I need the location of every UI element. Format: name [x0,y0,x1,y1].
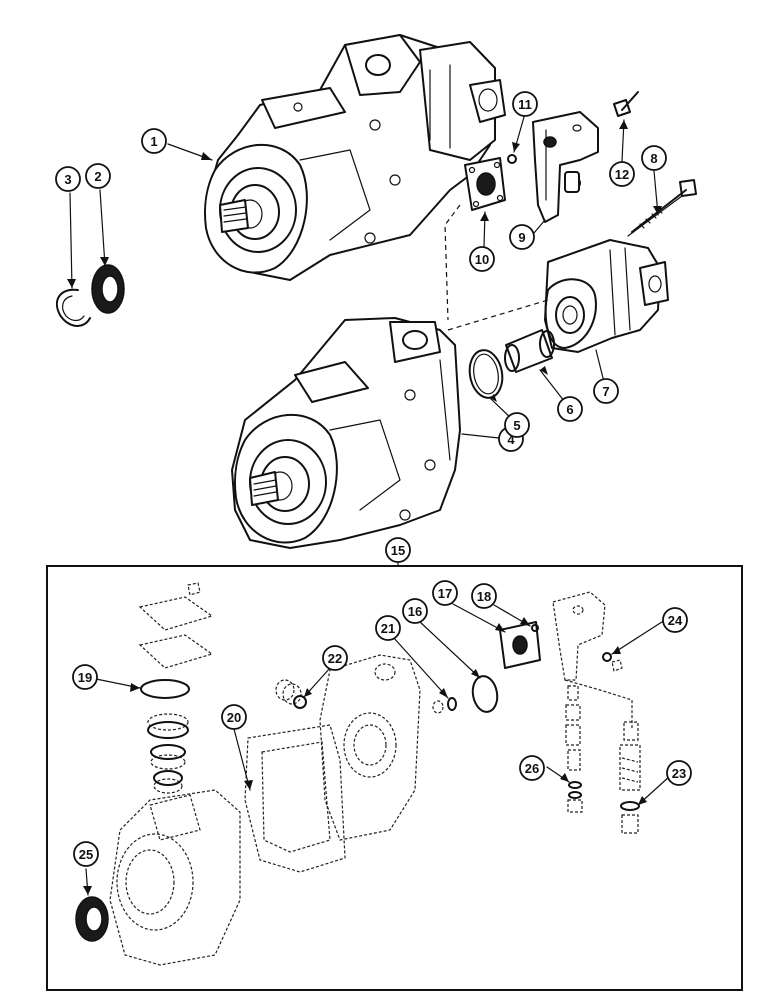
bolt-long [627,179,697,237]
callout-18: 18 [471,583,497,609]
svg-text:22: 22 [328,651,342,666]
gear-pump [544,239,669,353]
svg-text:3: 3 [64,172,71,187]
snap-ring [55,288,91,327]
svg-text:8: 8 [650,151,657,166]
callout-8: 8 [641,145,667,171]
assembly-line [447,299,549,331]
control-valve [532,111,599,223]
pump-assembly-upper [204,34,506,281]
callout-17: 17 [432,580,458,606]
callout-1: 1 [141,128,167,154]
svg-text:24: 24 [668,613,683,628]
svg-text:6: 6 [566,402,573,417]
svg-text:5: 5 [513,418,520,433]
callout-19: 19 [72,664,98,690]
pump-housing-lower [231,317,461,549]
svg-text:23: 23 [672,766,686,781]
svg-text:2: 2 [94,169,101,184]
callout-7: 7 [593,378,619,404]
callout-12: 12 [609,161,635,187]
svg-text:25: 25 [79,847,93,862]
svg-text:21: 21 [381,621,395,636]
callout-15: 15 [385,537,411,563]
callout-3: 3 [55,166,81,192]
callout-11: 11 [512,91,538,117]
assembly-line [444,204,461,321]
svg-text:17: 17 [438,586,452,601]
svg-text:26: 26 [525,761,539,776]
svg-text:7: 7 [602,384,609,399]
callout-10: 10 [469,246,495,272]
callout-25: 25 [73,841,99,867]
callout-5: 5 [504,412,530,438]
gasket [464,157,506,211]
o-ring-small [507,154,517,164]
callout-6: 6 [557,396,583,422]
callout-21: 21 [375,615,401,641]
callout-2: 2 [85,163,111,189]
svg-text:9: 9 [518,230,525,245]
capscrew-short [613,91,639,117]
svg-text:12: 12 [615,167,629,182]
shaft-seal [91,264,125,314]
coupler [504,329,555,373]
svg-text:4: 4 [507,432,515,447]
callout-26: 26 [519,755,545,781]
callout-20: 20 [221,704,247,730]
svg-text:15: 15 [391,543,405,558]
callout-9: 9 [509,224,535,250]
svg-text:19: 19 [78,670,92,685]
svg-text:20: 20 [227,710,241,725]
exploded-view-parts [75,582,641,966]
callout-22: 22 [322,645,348,671]
callout-16: 16 [402,598,428,624]
svg-text:10: 10 [475,252,489,267]
o-ring-large [468,349,504,399]
svg-text:16: 16 [408,604,422,619]
svg-text:11: 11 [518,97,532,112]
svg-text:18: 18 [477,589,491,604]
svg-text:1: 1 [150,134,157,149]
exploded-view-frame [46,565,743,991]
callout-23: 23 [666,760,692,786]
callout-24: 24 [662,607,688,633]
